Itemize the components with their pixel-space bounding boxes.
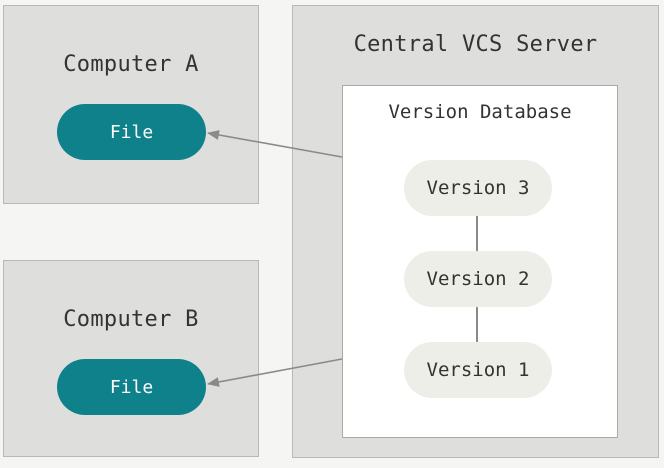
- server-title: Central VCS Server: [353, 32, 598, 57]
- file-a-pill: File: [57, 104, 206, 160]
- computer-a-box: Computer A: [3, 5, 259, 204]
- file-b-pill: File: [57, 359, 206, 415]
- version-database-title: Version Database: [388, 101, 572, 123]
- computer-a-title: Computer A: [63, 52, 199, 77]
- version-3-pill: Version 3: [404, 160, 552, 216]
- computer-b-title: Computer B: [63, 307, 199, 332]
- version-1-pill: Version 1: [404, 342, 552, 398]
- version-2-pill: Version 2: [404, 251, 552, 307]
